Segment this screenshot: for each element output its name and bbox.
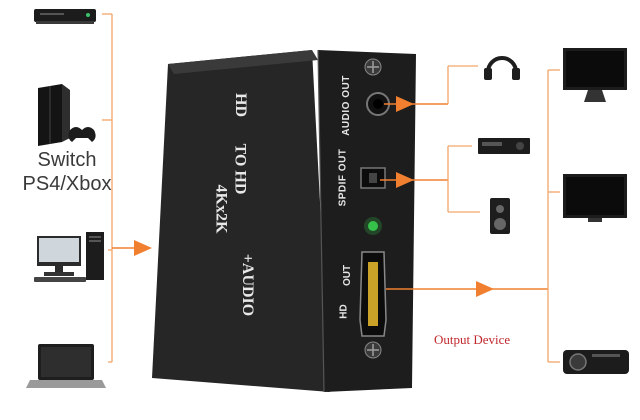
audio-out-jack [366,92,390,116]
output-device-label: Output Device [434,332,511,347]
display-bus-lines [547,69,560,363]
dvd-player-icon [34,9,96,24]
speaker-icon [490,198,510,234]
source-label-line-2: PS4/Xbox [22,173,112,195]
input-arrow [112,240,152,256]
hdmi-out-port [359,251,387,337]
spdif-out-label: SPDIF OUT [337,148,349,207]
spdif-out-port [360,167,386,189]
power-led [364,217,382,235]
device-top-text-3: 4Kx2K [212,184,230,234]
hdmi-out-label-1: HD [338,304,350,319]
source-bus-lines [102,13,113,363]
spdif-arrow [380,145,480,213]
hdmi-out-label-2: OUT [342,264,354,287]
av-receiver-icon [478,138,530,154]
mount-screw-top [364,58,382,76]
projector-icon [563,350,629,374]
hdmi-audio-extractor-device [152,49,416,393]
tv-icon [563,174,627,222]
desktop-pc-icon [34,232,104,282]
device-top-text-1: HD [232,93,249,117]
laptop-icon [26,344,106,388]
source-devices-label: Switch PS4/Xbox [22,148,112,196]
source-label-line-1: Switch [37,149,97,171]
headphones-icon [484,56,520,80]
device-top-text-4: +AUDIO [239,253,257,317]
device-top-text-2: TO HD [231,143,249,195]
monitor-icon [563,48,627,102]
audio-out-label: AUDIO OUT [340,75,352,136]
hdmi-output-arrow [386,281,548,297]
audio-arrow [384,65,478,112]
ps4-console-icon [38,84,96,146]
mount-screw-bottom [364,341,382,359]
